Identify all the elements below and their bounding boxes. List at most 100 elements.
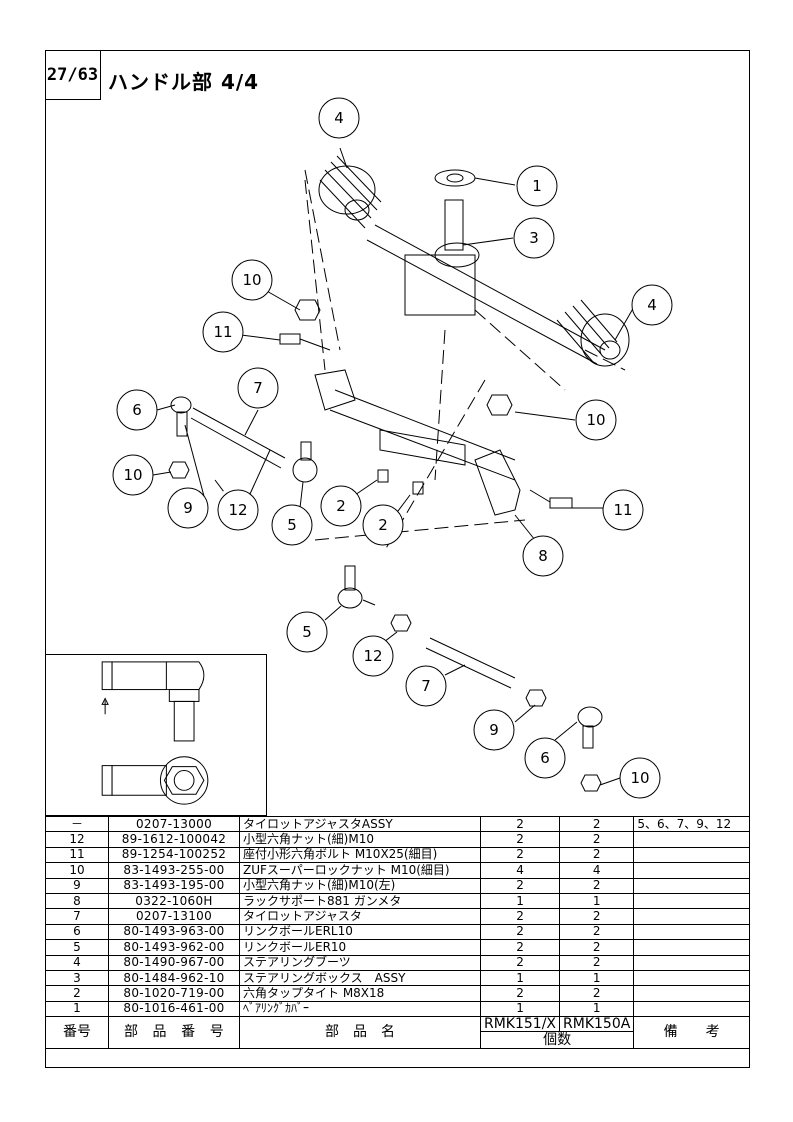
row-qty-2: 2: [559, 939, 635, 956]
row-qty-2: 2: [559, 954, 635, 971]
row-qty-2: 1: [559, 969, 635, 987]
callout-label: 2: [378, 516, 388, 534]
callout-label: 10: [630, 769, 649, 787]
row-qty-1: 2: [479, 908, 561, 925]
callout-9a: [167, 487, 209, 529]
row-no: 6: [45, 923, 109, 941]
callout-label: 8: [538, 547, 548, 565]
row-qty-2: 2: [559, 815, 635, 833]
callout-11a: [202, 311, 244, 353]
row-remarks: [633, 892, 750, 910]
callout-10b: [112, 454, 154, 496]
row-part-name: 小型六角ナット(細)M10(左): [239, 877, 481, 894]
callout-label: 12: [228, 501, 247, 519]
row-no: 10: [45, 862, 109, 879]
callout-6b: [524, 737, 566, 779]
page-title: ハンドル部 4/4: [108, 70, 260, 94]
row-qty-1: 2: [479, 939, 561, 956]
row-no: －: [45, 815, 109, 833]
header-part-name: 部 品 名: [239, 1016, 481, 1050]
row-qty-1: 2: [479, 831, 561, 848]
row-qty-2: 4: [559, 862, 635, 879]
row-part-name: リンクボールER10: [239, 939, 481, 956]
row-no: 9: [45, 877, 109, 894]
callout-11b: [602, 489, 644, 531]
callout-label: 11: [613, 501, 632, 519]
callout-12a: [217, 489, 259, 531]
header-model-1: RMK151/X: [479, 1016, 561, 1033]
row-part-name: 六角タップタイト M8X18: [239, 985, 481, 1002]
row-remarks: [633, 831, 750, 848]
row-remarks: [633, 985, 750, 1002]
row-qty-1: 2: [479, 877, 561, 894]
row-qty-2: 1: [559, 892, 635, 910]
row-no: 4: [45, 954, 109, 971]
callout-label: 5: [287, 516, 297, 534]
callout-label: 7: [253, 379, 263, 397]
row-remarks: [633, 969, 750, 987]
table-header-row: 番号 部 品 番 号 部 品 名 RMK151/X RMK150A 備 考: [45, 1016, 750, 1050]
row-remarks: [633, 877, 750, 894]
row-part-no: 89-1254-100252: [108, 846, 240, 864]
callout-label: 3: [529, 229, 539, 247]
row-part-no: 83-1493-255-00: [108, 862, 240, 879]
row-qty-1: 2: [479, 985, 561, 1002]
row-remarks: [633, 923, 750, 941]
row-part-no: 80-1020-719-00: [108, 985, 240, 1002]
row-part-no: 0207-13100: [108, 908, 240, 925]
callout-3: [513, 217, 555, 259]
row-part-no: 80-1493-963-00: [108, 923, 240, 941]
header-part-no: 部 品 番 号: [108, 1016, 240, 1050]
row-qty-2: 2: [559, 923, 635, 941]
row-part-no: 89-1612-100042: [108, 831, 240, 848]
callout-5a: [271, 504, 313, 546]
callout-2b: [362, 504, 404, 546]
row-qty-1: 4: [479, 862, 561, 879]
row-no: 1: [45, 1000, 109, 1018]
callout-1: [516, 165, 558, 207]
callout-10d: [619, 757, 661, 799]
page-number: 27/63: [45, 50, 101, 100]
row-qty-1: 1: [479, 892, 561, 910]
callout-12b: [352, 635, 394, 677]
row-no: 3: [45, 969, 109, 987]
row-remarks: [633, 939, 750, 956]
callout-label: 5: [302, 623, 312, 641]
row-part-name: タイロットアジャスタ: [239, 908, 481, 925]
row-qty-2: 2: [559, 985, 635, 1002]
row-remarks: [633, 1000, 750, 1018]
callout-7b: [405, 665, 447, 707]
row-qty-2: 2: [559, 877, 635, 894]
row-no: 2: [45, 985, 109, 1002]
row-part-name: タイロットアジャスタASSY: [239, 815, 481, 833]
row-part-no: 0207-13000: [108, 815, 240, 833]
callout-label: 4: [647, 296, 657, 314]
callout-label: 6: [132, 401, 142, 419]
callout-10c: [575, 399, 617, 441]
callout-label: 1: [532, 177, 542, 195]
header-qty: 個数: [479, 1031, 635, 1050]
row-qty-1: 1: [479, 1000, 561, 1018]
callout-label: 12: [363, 647, 382, 665]
callout-4a: [318, 97, 360, 139]
callout-4b: [631, 284, 673, 326]
callout-label: 7: [421, 677, 431, 695]
row-part-name: 小型六角ナット(細)M10: [239, 831, 481, 848]
row-part-no: 80-1493-962-00: [108, 939, 240, 956]
row-no: 7: [45, 908, 109, 925]
row-qty-2: 2: [559, 831, 635, 848]
row-qty-2: 1: [559, 1000, 635, 1018]
callout-7a: [237, 367, 279, 409]
row-no: 12: [45, 831, 109, 848]
